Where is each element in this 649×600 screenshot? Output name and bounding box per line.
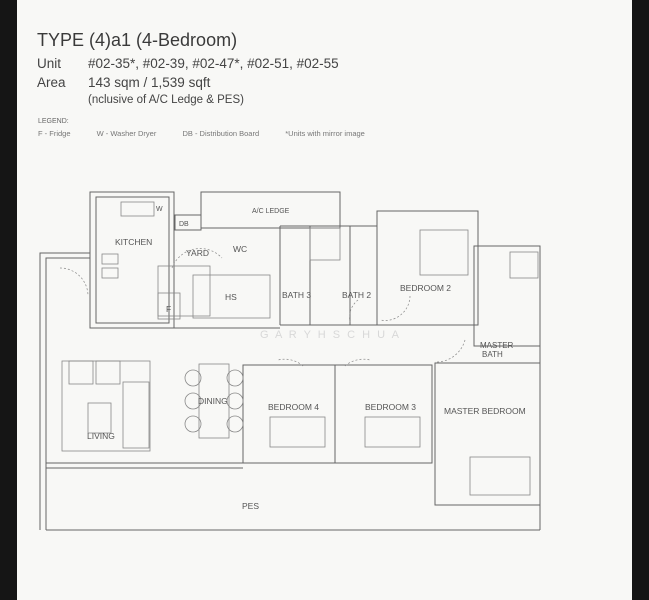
label-fridge: F xyxy=(166,304,171,314)
walls xyxy=(39,191,541,531)
legend-heading: LEGEND: xyxy=(38,118,69,125)
room-labels: KITCHEN YARD WC HS F DB W A/C LEDGE BATH… xyxy=(87,206,526,511)
label-db: DB xyxy=(179,221,189,228)
legend-item: F - Fridge xyxy=(38,129,71,138)
area-value: 143 sqm / 1,539 sqft xyxy=(88,75,211,90)
legend: F - Fridge W - Washer Dryer DB - Distrib… xyxy=(38,129,389,138)
fixtures xyxy=(59,201,539,496)
legend-item: *Units with mirror image xyxy=(285,129,365,138)
label-kitchen: KITCHEN xyxy=(115,237,152,247)
label-washer: W xyxy=(156,206,163,213)
unit-row: Unit #02-35*, #02-39, #02-47*, #02-51, #0… xyxy=(37,56,339,71)
label-bedroom2: BEDROOM 2 xyxy=(400,283,451,293)
legend-item: DB - Distribution Board xyxy=(182,129,260,138)
legend-item: W - Washer Dryer xyxy=(96,129,157,138)
label-master-bath-2: BATH xyxy=(482,350,503,359)
label-yard: YARD xyxy=(186,248,209,258)
label-bedroom3: BEDROOM 3 xyxy=(365,402,416,412)
label-ac-ledge: A/C LEDGE xyxy=(252,208,290,215)
label-bedroom4: BEDROOM 4 xyxy=(268,402,319,412)
label-living: LIVING xyxy=(87,431,115,441)
label-pes: PES xyxy=(242,501,259,511)
unit-value: #02-35*, #02-39, #02-47*, #02-51, #02-55 xyxy=(88,56,339,71)
floor-plan-page xyxy=(17,0,632,600)
label-dining: DINING xyxy=(198,396,228,406)
label-master-bath: MASTER xyxy=(480,341,514,350)
area-row: Area 143 sqm / 1,539 sqft xyxy=(37,75,210,90)
label-bath2: BATH 2 xyxy=(342,290,371,300)
area-note: (nclusive of A/C Ledge & PES) xyxy=(88,94,244,106)
label-master-bedroom: MASTER BEDROOM xyxy=(444,406,526,416)
unit-label: Unit xyxy=(37,56,62,71)
area-label: Area xyxy=(37,75,66,90)
label-hs: HS xyxy=(225,292,237,302)
label-wc: WC xyxy=(233,244,247,254)
label-bath3: BATH 3 xyxy=(282,290,311,300)
plan-title: TYPE (4)a1 (4-Bedroom) xyxy=(37,30,238,50)
watermark: G A R Y H S C H U A xyxy=(260,329,401,341)
